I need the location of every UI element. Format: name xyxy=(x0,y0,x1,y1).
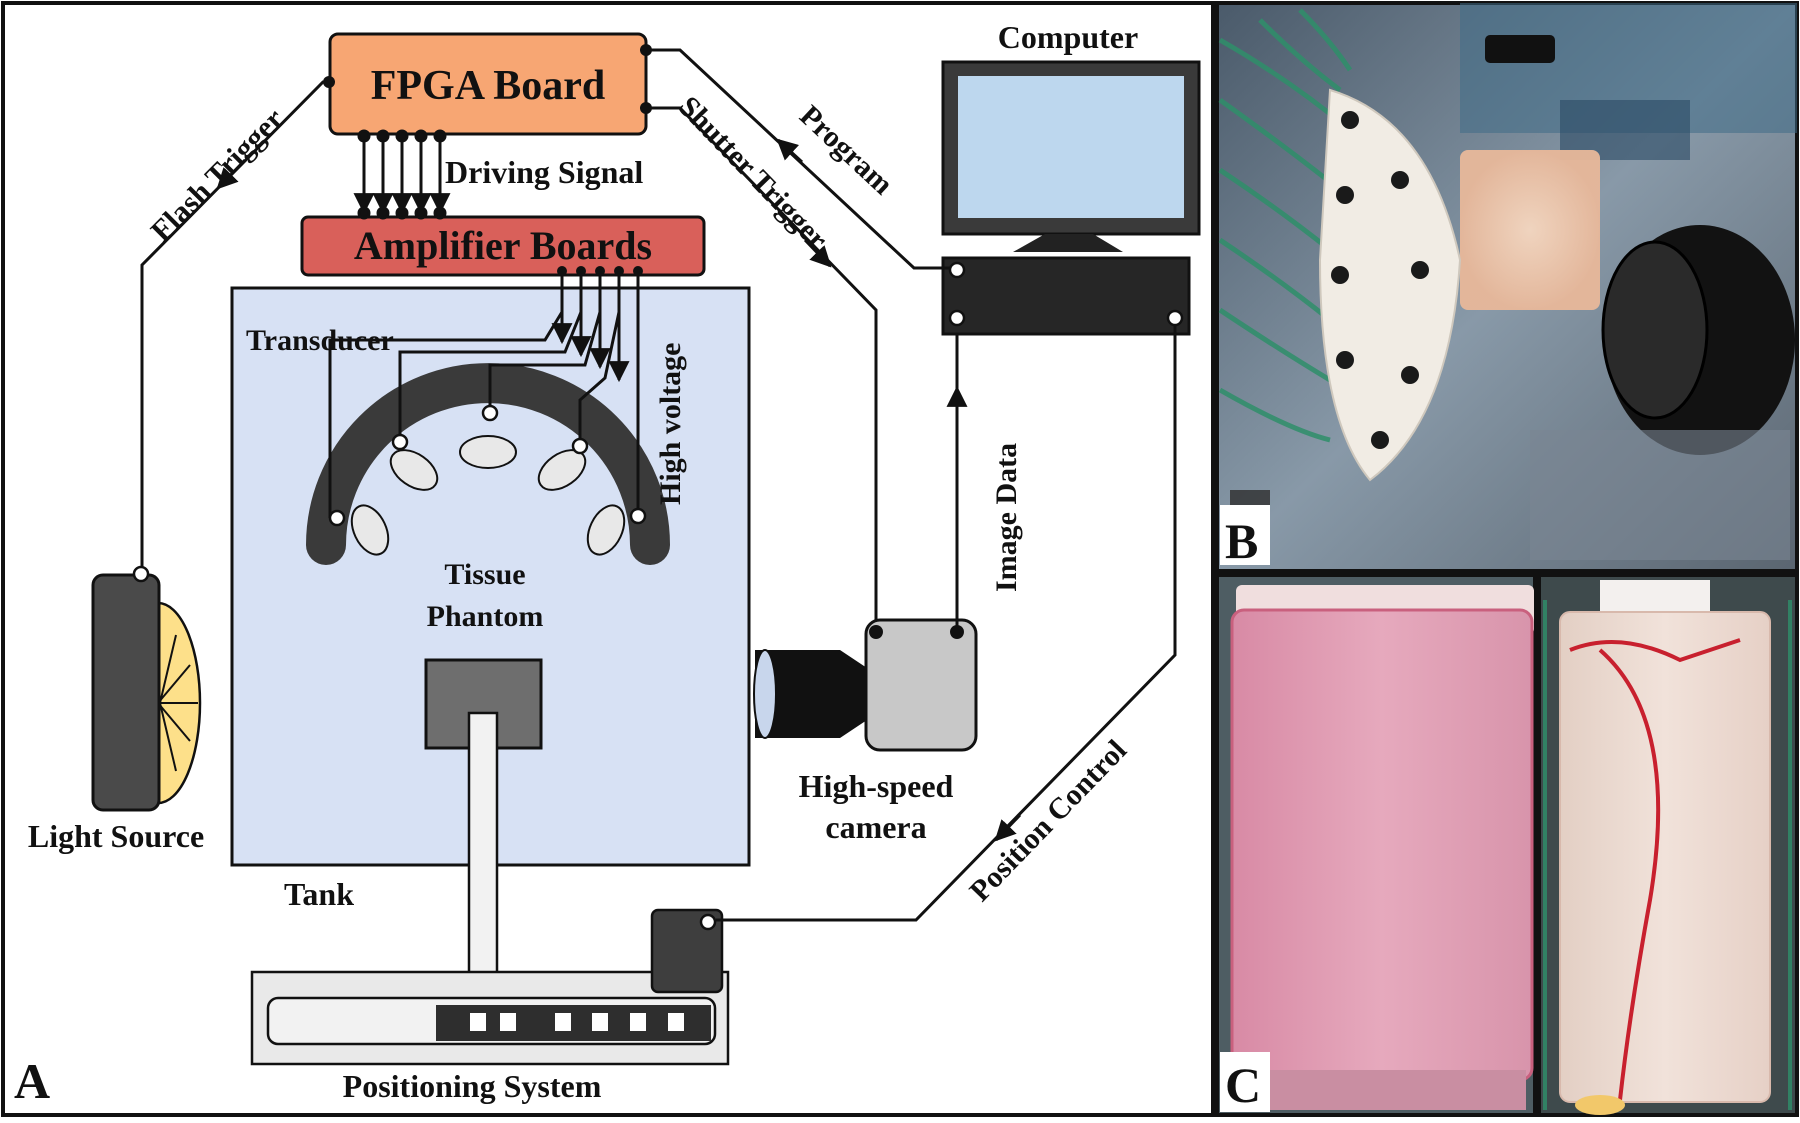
carriage-slots xyxy=(470,1013,684,1031)
computer-case xyxy=(941,256,1191,336)
fpga-board-label: FPGA Board xyxy=(371,63,606,109)
tissue-phantom-label-2: Phantom xyxy=(427,600,544,633)
monitor-screen xyxy=(958,76,1184,218)
camera-label-1: High-speed xyxy=(799,768,954,804)
camera-lens xyxy=(755,650,870,738)
light-source-label: Light Source xyxy=(28,818,204,854)
shutter-trigger-dot xyxy=(640,102,652,114)
light-source-connector xyxy=(132,565,150,583)
transducer-wires xyxy=(328,272,640,518)
tank-label: Tank xyxy=(284,876,354,912)
motor-connector xyxy=(699,913,717,931)
panel-a-label: A xyxy=(14,1053,50,1109)
shutter-trigger-arrow xyxy=(803,238,832,268)
panel-c-label-bg xyxy=(1220,1052,1270,1112)
position-control-line xyxy=(716,326,1177,922)
light-source-body xyxy=(91,573,161,812)
flash-trigger-dot xyxy=(323,76,335,88)
program-arrow xyxy=(776,138,804,164)
driving-signal-label: Driving Signal xyxy=(445,154,643,190)
phantom-holder-rod xyxy=(467,711,499,1005)
wire-dots xyxy=(557,266,643,276)
shutter-trigger-line xyxy=(646,106,878,628)
transducer-elements xyxy=(350,435,626,556)
amplifier-boards-label: Amplifier Boards xyxy=(354,223,652,268)
camera-port-shutter xyxy=(869,625,883,639)
transducer-label: Transducer xyxy=(246,324,394,357)
panel-b-label: B xyxy=(1225,513,1258,569)
lamp-rays xyxy=(157,634,198,772)
high-voltage-label: High voltage xyxy=(654,343,687,506)
panel-c-label: C xyxy=(1225,1057,1261,1113)
tissue-phantom-label-1: Tissue xyxy=(444,558,525,591)
program-dot xyxy=(640,44,652,56)
positioning-motor xyxy=(650,908,724,994)
monitor-stand xyxy=(1013,234,1123,252)
amplifier-boards xyxy=(300,215,706,277)
driving-signal-lines xyxy=(353,129,451,220)
position-control-arrow xyxy=(994,813,1022,842)
panel-b-label-bg xyxy=(1220,505,1270,565)
camera-lens-glass xyxy=(753,649,777,739)
panel-b-photo xyxy=(1215,1,1799,573)
transducer-connectors xyxy=(328,404,647,527)
computer-ports xyxy=(948,261,1184,327)
computer-label: Computer xyxy=(998,19,1138,55)
camera-port-data xyxy=(950,625,964,639)
camera-label-2: camera xyxy=(825,809,926,845)
camera-body xyxy=(864,618,978,752)
image-data-label: Image Data xyxy=(990,443,1023,592)
flash-trigger-arrow xyxy=(216,158,247,190)
positioning-system-label: Positioning System xyxy=(343,1068,602,1104)
panel-c-photo-left xyxy=(1215,573,1537,1117)
transducer-arc xyxy=(306,363,670,565)
panel-c-photo-right xyxy=(1537,573,1799,1117)
